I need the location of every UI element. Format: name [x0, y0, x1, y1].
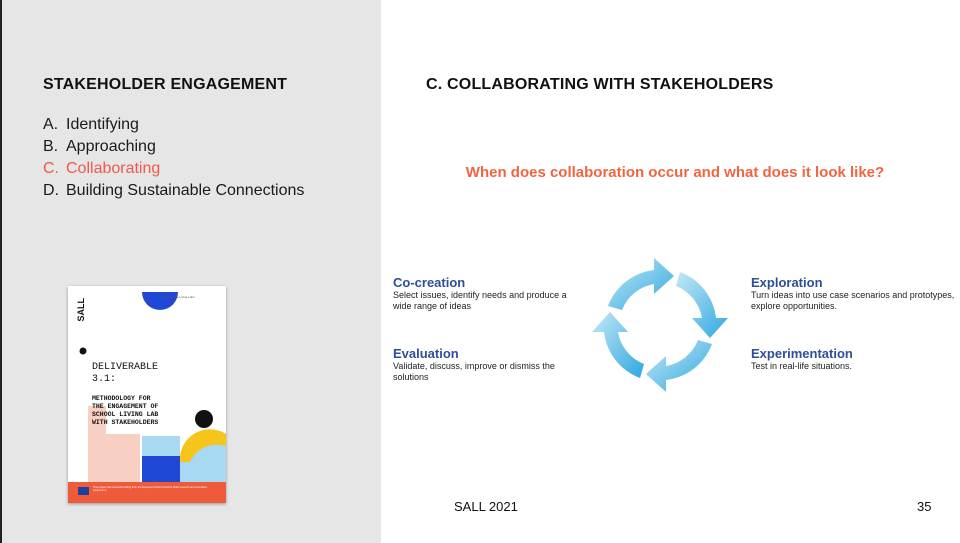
phase-evaluation: Evaluation Validate, discuss, improve or…: [393, 346, 633, 383]
slide-border: [0, 0, 2, 543]
circular-arrows-icon: [592, 258, 728, 392]
phase-cocreation: Co-creation Select issues, identify need…: [393, 275, 633, 312]
eu-flag-icon: [78, 487, 89, 495]
phase-title: Co-creation: [393, 275, 466, 290]
agenda-label: Building Sustainable Connections: [66, 182, 305, 199]
page-number: 35: [917, 499, 932, 514]
agenda-letter: C.: [43, 160, 59, 177]
page-title: C. COLLABORATING WITH STAKEHOLDERS: [426, 76, 774, 93]
phase-description: Test in real-life situations.: [751, 361, 853, 371]
cover-subtitle: METHODOLOGY FOR THE ENGAGEMENT OF SCHOOL…: [92, 395, 159, 426]
agenda-label: Identifying: [66, 116, 139, 133]
agenda-label: Collaborating: [66, 160, 161, 177]
phase-description: Select issues, identify needs and produc…: [393, 290, 567, 311]
agenda-item-identifying: A. Identifying: [43, 115, 343, 135]
agenda-item-building: D. Building Sustainable Connections: [43, 181, 343, 201]
agenda-item-collaborating: C. Collaborating: [43, 159, 343, 179]
agenda-letter: B.: [43, 138, 59, 155]
phase-title: Experimentation: [751, 346, 853, 361]
phase-experimentation: Experimentation Test in real-life situat…: [751, 346, 960, 372]
left-panel-title: STAKEHOLDER ENGAGEMENT: [43, 76, 288, 93]
phase-title: Evaluation: [393, 346, 459, 361]
agenda-list: A. Identifying B. Approaching C. Collaborat…: [43, 115, 343, 203]
cover-footer-bar: [68, 482, 226, 503]
footer-label: SALL 2021: [454, 499, 518, 514]
cover-top-note: Sustainable Living Labs: [163, 295, 195, 299]
phase-description: Validate, discuss, improve or dismiss th…: [393, 361, 555, 382]
agenda-label: Approaching: [66, 138, 156, 155]
phase-description: Turn ideas into use case scenarios and p…: [751, 290, 955, 311]
phase-title: Exploration: [751, 275, 823, 290]
deliverable-cover: SALL Sustainable Living Labs DELIVERABLE…: [68, 286, 226, 503]
cover-graphics: [79, 292, 226, 482]
phase-exploration: Exploration Turn ideas into use case sce…: [751, 275, 960, 312]
agenda-letter: D.: [43, 182, 59, 199]
cover-footer-note: This project has received funding from t…: [93, 486, 208, 492]
cover-brand: SALL: [76, 298, 86, 322]
question-heading: When does collaboration occur and what d…: [465, 164, 885, 181]
agenda-letter: A.: [43, 116, 59, 133]
cover-deliverable-title: DELIVERABLE 3.1:: [92, 362, 159, 385]
agenda-item-approaching: B. Approaching: [43, 137, 343, 157]
